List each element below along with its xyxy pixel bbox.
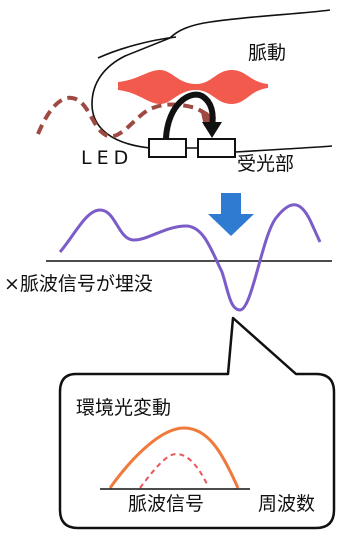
- led-label: LED: [81, 147, 134, 169]
- callout-bubble: [58, 316, 336, 530]
- finger-outline: [91, 9, 333, 153]
- receiver-label: 受光部: [237, 153, 295, 175]
- frequency-label: 周波数: [258, 493, 316, 515]
- curved-arrow-head: [202, 122, 222, 138]
- purple-signal-wave: [58, 203, 322, 312]
- led-light-arrowhead: [200, 108, 216, 126]
- signal-buried-label: ×脈波信号が埋没: [4, 273, 153, 295]
- led-box: [148, 138, 187, 158]
- pulse-shape: [118, 70, 268, 104]
- ambient-spectrum-curve: [108, 426, 240, 489]
- curved-arrow-icon: [163, 91, 216, 141]
- pulse-spectrum-curve: [139, 452, 209, 489]
- down-arrow-icon: [208, 193, 254, 236]
- pulse-label: 脈動: [248, 42, 287, 64]
- receiver-box: [197, 138, 236, 158]
- led-light-wave: [36, 95, 211, 139]
- ambient-light-label: 環境光変動: [76, 397, 172, 419]
- pulse-signal-label: 脈波信号: [128, 493, 205, 515]
